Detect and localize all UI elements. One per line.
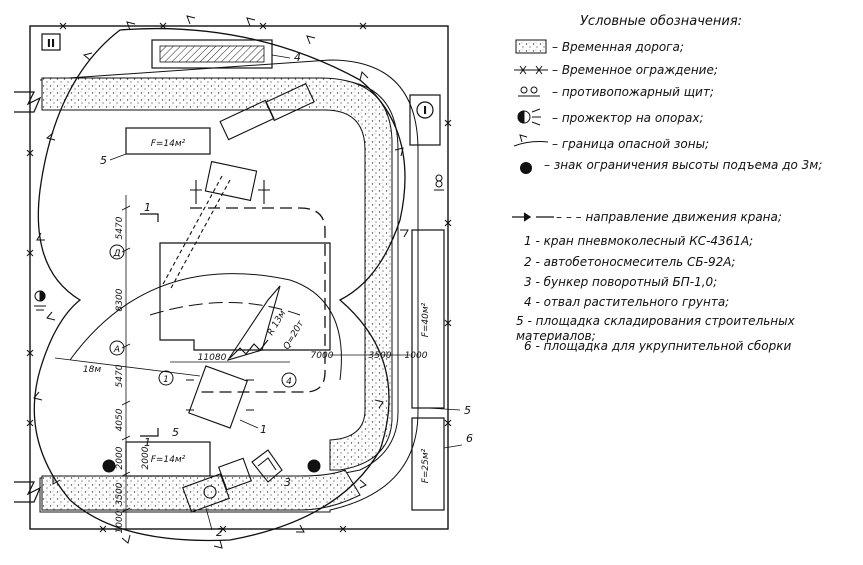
dim-3500: 3500 — [369, 351, 392, 361]
gate-ii-label: II — [47, 37, 55, 50]
assembly-platform — [411, 417, 445, 511]
section-mark-bottom — [140, 428, 159, 437]
fire-shield-icon — [434, 174, 444, 191]
section-mark-top — [140, 213, 159, 222]
axis-marker-d — [109, 244, 125, 260]
fence-x-marks — [26, 22, 452, 533]
callout-6: 6 — [466, 432, 473, 445]
platform-label-assembly: F=25м² — [421, 448, 431, 483]
gate-top-left — [14, 91, 42, 113]
callout-3: 3 — [284, 476, 291, 489]
legend-item-danger-zone: – граница опасной зоны; — [552, 137, 709, 151]
height-limit-sign-left — [102, 459, 116, 473]
callout-4-top: 4 — [294, 51, 301, 64]
gate-i-label: I — [423, 104, 427, 117]
soil-dump — [151, 39, 273, 69]
platform-label-top: F=14м² — [151, 139, 186, 149]
vehicle-top — [219, 82, 315, 141]
dim-18m: 18м — [83, 365, 101, 375]
concrete-mixer — [182, 457, 253, 513]
legend-item-6: 6 - площадка для укрупнительной сборки — [524, 339, 792, 353]
legend-item-3: 3 - бункер поворотный БП-1,0; — [524, 275, 717, 289]
callout-5-top: 5 — [100, 154, 107, 167]
legend-item-fire-shield: – противопожарный щит; — [552, 85, 714, 99]
section-mark-bottom-label: 1 — [144, 436, 151, 449]
crane-load-label: Q=20т — [282, 319, 307, 352]
dim-left-4: 4050 — [115, 408, 125, 431]
temporary-road — [39, 59, 419, 513]
axis-marker-a — [109, 340, 125, 356]
axis-label-d: Д — [112, 249, 120, 259]
legend-item-road: – Временная дорога; — [552, 40, 684, 54]
temporary-road-bottom — [41, 469, 361, 511]
crane-path-dashed — [190, 207, 326, 393]
legend-item-2: 2 - автобетоносмеситель СБ-92А; — [524, 255, 735, 269]
callout-5-bottom: 5 — [172, 426, 179, 439]
site-plan: II I 4 F=14м² 5 F=14м² 5 F=40м² 5 F=25м²… — [14, 15, 473, 549]
callout-5-right: 5 — [464, 404, 471, 417]
height-limit-sign-right — [307, 459, 321, 473]
axis-label-1: 1 — [163, 375, 169, 385]
dim-left-5: 2000 — [115, 446, 125, 469]
gate-i-circle — [416, 101, 434, 119]
gate-i-box — [409, 94, 441, 146]
danger-zone-ticks — [33, 15, 409, 549]
dim-left-2: 8300 — [115, 288, 125, 311]
platform-label-right: F=40м² — [421, 302, 431, 337]
legend-item-1: 1 - кран пневмоколесный КС-4361А; — [524, 234, 753, 248]
danger-zone-boundary — [33, 27, 406, 542]
legend-danger-zone-symbol — [513, 134, 549, 147]
legend-item-floodlight: – прожектор на опорах; — [552, 111, 703, 125]
axis-label-a: А — [113, 345, 120, 355]
gate-ii-box — [41, 33, 61, 51]
callout-2: 2 — [216, 526, 223, 539]
legend-fence-symbol — [514, 65, 548, 75]
gate-bottom-left — [14, 481, 42, 503]
legend: Условные обозначения: – Временная дорога — [512, 14, 823, 353]
legend-floodlight-icon — [517, 108, 541, 126]
dim-11080: 11080 — [198, 353, 227, 363]
legend-item-fence: – Временное ограждение; — [552, 63, 718, 77]
axis-label-4: 4 — [286, 377, 292, 387]
dim-left-8: 2000 — [141, 446, 151, 469]
axis-marker-1 — [158, 370, 174, 386]
dim-left-1: 5470 — [115, 216, 125, 239]
storage-platform-top — [125, 127, 211, 155]
legend-fire-shield-icon — [518, 86, 540, 97]
legend-crane-direction-symbol — [512, 212, 554, 222]
dim-1000: 1000 — [405, 351, 428, 361]
platform-label-bottom: F=14м² — [151, 455, 186, 465]
dim-left-7: 1000 — [115, 510, 125, 533]
crane-radius-line — [54, 357, 201, 377]
dim-left-6: 3500 — [115, 482, 125, 505]
axis-marker-4 — [281, 372, 297, 388]
temporary-fence — [29, 25, 449, 530]
section-mark-top-label: 1 — [144, 201, 151, 214]
legend-title: Условные обозначения: — [580, 14, 742, 29]
legend-road-symbol — [515, 39, 547, 54]
legend-item-4: 4 - отвал растительного грунта; — [524, 295, 729, 309]
crane-reach-arc — [69, 273, 342, 381]
legend-item-crane-direction: – – – направление движения крана; — [556, 210, 782, 224]
building-outline — [159, 242, 331, 351]
legend-item-5: 5 - площадка складирования строительных … — [516, 314, 795, 343]
crane — [161, 160, 281, 429]
hopper — [251, 449, 283, 483]
callout-1: 1 — [260, 423, 267, 436]
dim-7000: 7000 — [311, 351, 334, 361]
floodlight-icon — [34, 290, 46, 311]
dim-left-3: 5470 — [115, 364, 125, 387]
legend-height-limit-symbol — [520, 162, 532, 174]
legend-item-height-limit: – знак ограничения высоты подъема до 3м; — [544, 158, 823, 172]
